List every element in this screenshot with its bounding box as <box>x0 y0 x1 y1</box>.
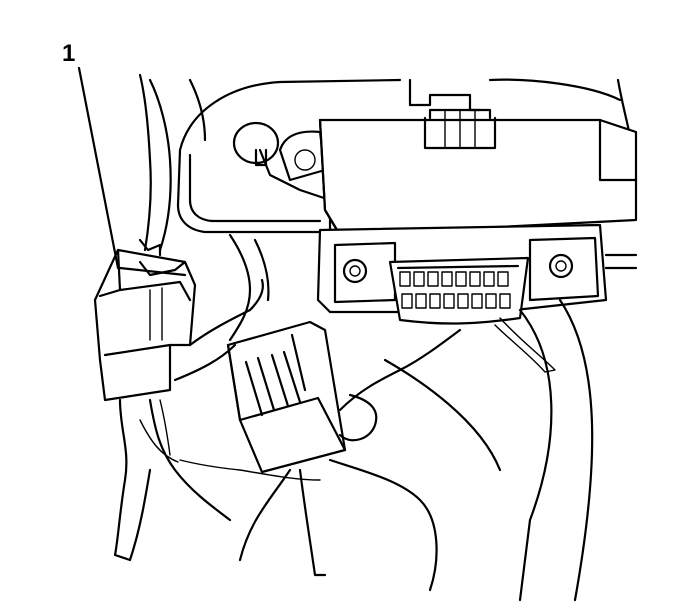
lower-panel <box>383 298 594 602</box>
callout-label-1: 1 <box>62 40 76 67</box>
left-connector <box>93 238 197 402</box>
module-box <box>318 108 638 237</box>
middle-connector <box>226 320 347 474</box>
wire-harness <box>113 73 462 592</box>
dlc-pins-bottom <box>401 293 511 309</box>
callout-leader-1 <box>77 66 120 270</box>
dlc-connector <box>388 256 530 325</box>
dlc-pins-top <box>399 271 509 287</box>
